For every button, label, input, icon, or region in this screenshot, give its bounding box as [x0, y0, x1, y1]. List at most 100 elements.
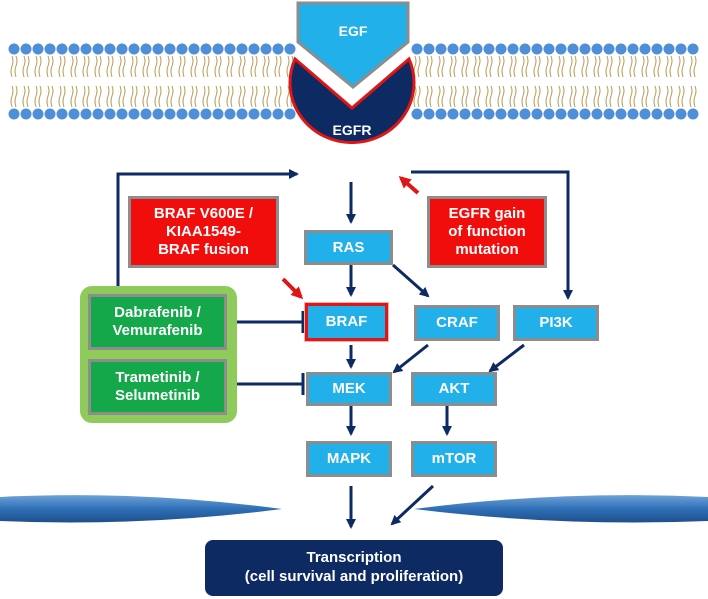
lipid-head: [579, 108, 591, 120]
lipid-head: [663, 43, 675, 55]
lipid-head: [80, 43, 92, 55]
raf-inhibitor-box: Dabrafenib / Vemurafenib: [88, 294, 227, 350]
lipid-head: [92, 108, 104, 120]
egfr-mutation-line-2: of function: [448, 223, 526, 240]
lipid-tail: [158, 85, 162, 108]
node-mapk: MAPK: [306, 441, 392, 477]
lipid-tail: [689, 85, 693, 108]
lipid-tail: [146, 85, 150, 108]
lipid-tail: [425, 55, 429, 78]
lipid-tail: [621, 55, 625, 78]
node-pi3k: PI3K: [513, 305, 599, 341]
nuclear-membrane-left: [0, 495, 282, 523]
lipid-tail: [525, 55, 529, 78]
lipid-head: [128, 108, 140, 120]
lipid-tail: [417, 85, 421, 108]
lipid-head: [519, 43, 531, 55]
lipid-head: [495, 108, 507, 120]
egfr-mutation-line-1: EGFR gain: [448, 205, 526, 222]
lipid-head: [639, 43, 651, 55]
lipid-tail: [429, 85, 433, 108]
lipid-tail: [681, 85, 685, 108]
mek-inhibitor-line-2: Selumetinib: [114, 387, 200, 404]
lipid-head: [471, 108, 483, 120]
lipid-tail: [453, 85, 457, 108]
lipid-head: [272, 108, 284, 120]
lipid-tail: [170, 85, 174, 108]
lipid-head: [56, 108, 68, 120]
lipid-tail: [425, 85, 429, 108]
lipid-tail: [473, 55, 477, 78]
lipid-tail: [621, 85, 625, 108]
lipid-tail: [489, 85, 493, 108]
lipid-tail: [609, 55, 613, 78]
lipid-head: [200, 43, 212, 55]
lipid-tail: [194, 55, 198, 78]
lipid-tail: [82, 85, 86, 108]
lipid-head: [284, 43, 296, 55]
lipid-tail: [178, 55, 182, 78]
lipid-tail: [10, 55, 14, 78]
lipid-tail: [46, 55, 50, 78]
lipid-tail: [254, 85, 258, 108]
lipid-tail: [218, 55, 222, 78]
lipid-head: [627, 108, 639, 120]
lipid-tail: [633, 85, 637, 108]
lipid-head: [140, 108, 152, 120]
lipid-tail: [465, 55, 469, 78]
cell-membrane: [8, 43, 699, 120]
lipid-head: [92, 43, 104, 55]
lipid-head: [8, 108, 20, 120]
lipid-tail: [202, 55, 206, 78]
lipid-tail: [581, 55, 585, 78]
lipid-tail: [62, 85, 66, 108]
lipid-tail: [50, 55, 54, 78]
lipid-tail: [250, 55, 254, 78]
lipid-head: [435, 43, 447, 55]
lipid-head: [116, 43, 128, 55]
arrow-craf-to-mek: [392, 343, 429, 374]
lipid-head: [236, 43, 248, 55]
braf-mutation-box: BRAF V600E / KIAA1549- BRAF fusion: [128, 196, 279, 268]
lipid-tail: [286, 85, 290, 108]
lipid-head: [116, 108, 128, 120]
lipid-head: [164, 43, 176, 55]
lipid-head: [579, 43, 591, 55]
lipid-head: [8, 43, 20, 55]
lipid-tail: [473, 85, 477, 108]
lipid-tail: [693, 85, 697, 108]
braf-mutation-line-1: BRAF V600E /: [153, 205, 254, 222]
lipid-tail: [513, 55, 517, 78]
lipid-tail: [489, 55, 493, 78]
lipid-head: [603, 108, 615, 120]
lipid-tail: [118, 85, 122, 108]
lipid-head: [675, 108, 687, 120]
arrow-egfr-to-pi3k: [411, 170, 573, 300]
lipid-tail: [477, 85, 481, 108]
lipid-tail: [274, 55, 278, 78]
lipid-tail: [110, 85, 114, 108]
lipid-head: [200, 108, 212, 120]
lipid-head: [44, 43, 56, 55]
lipid-tail: [26, 85, 30, 108]
lipid-tail: [98, 55, 102, 78]
lipid-head: [248, 43, 260, 55]
lipid-tail: [693, 55, 697, 78]
lipid-tail: [485, 85, 489, 108]
lipid-tail: [437, 85, 441, 108]
lipid-head: [68, 108, 80, 120]
lipid-head: [639, 108, 651, 120]
red-arrow-to-braf: [281, 277, 304, 300]
lipid-tail: [557, 85, 561, 108]
lipid-tail: [110, 55, 114, 78]
lipid-tail: [134, 55, 138, 78]
lipid-tail: [561, 55, 565, 78]
lipid-tail: [449, 55, 453, 78]
lipid-head: [423, 43, 435, 55]
lipid-tail: [585, 55, 589, 78]
lipid-tail: [206, 85, 210, 108]
lipid-tail: [278, 55, 282, 78]
mek-inhibitor-box: Trametinib / Selumetinib: [88, 359, 227, 415]
lipid-tail: [94, 85, 98, 108]
braf-mutation-line-2: KIAA1549-: [165, 223, 242, 240]
